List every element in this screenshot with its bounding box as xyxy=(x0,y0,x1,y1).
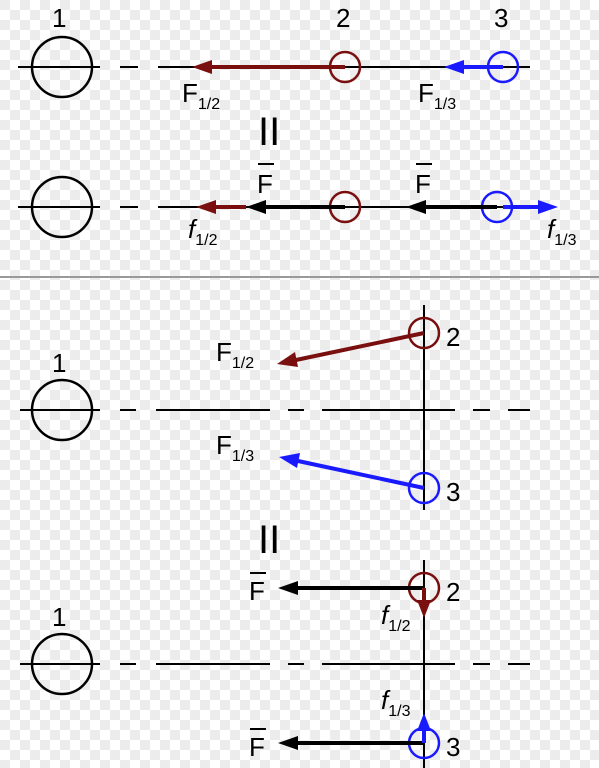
arrowhead-icon xyxy=(417,600,431,618)
equals-sign: II xyxy=(258,110,280,154)
label-body-3: 3 xyxy=(446,477,460,507)
label-Fbar-b: F xyxy=(415,163,432,199)
arrowhead-icon xyxy=(278,736,298,750)
label-F12: F1/2 xyxy=(182,78,220,113)
body-1-circle xyxy=(30,378,94,442)
arrowhead-icon xyxy=(538,200,558,214)
arrowhead-icon xyxy=(444,60,464,74)
label-Fbar-bottom: F xyxy=(249,728,266,762)
body-2-circle xyxy=(407,316,441,350)
label-body-3: 3 xyxy=(446,732,460,762)
arrowhead-icon xyxy=(279,453,300,468)
label-body-1: 1 xyxy=(52,3,66,33)
label-F13: F1/3 xyxy=(216,430,254,465)
label-f12: f1/2 xyxy=(381,600,411,635)
equals-sign: II xyxy=(258,518,280,562)
label-f13: f1/3 xyxy=(381,685,411,720)
label-body-3: 3 xyxy=(494,3,508,33)
label-body-1: 1 xyxy=(52,348,66,378)
row-forces-offset: 1 2 3 F1/2 F1/3 xyxy=(20,305,530,510)
panel-collinear: 1 2 3 F1/2 F1/3 II xyxy=(18,3,577,249)
label-body-2: 2 xyxy=(446,577,460,607)
row-forces: 1 2 3 F1/2 F1/3 xyxy=(18,3,530,113)
label-F13: F1/3 xyxy=(418,78,456,113)
label-body-2: 2 xyxy=(446,322,460,352)
label-Fbar-top: F xyxy=(249,572,266,606)
body-3-circle xyxy=(407,471,441,505)
body-1-circle xyxy=(30,35,94,99)
svg-text:F: F xyxy=(249,576,265,606)
label-f13: f1/3 xyxy=(547,214,577,249)
body-1-circle xyxy=(30,632,94,696)
label-f12: f1/2 xyxy=(188,214,218,249)
panel-offset: 1 2 3 F1/2 F1/3 II xyxy=(20,305,530,768)
arrowhead-icon xyxy=(192,60,212,74)
svg-text:F: F xyxy=(257,169,273,199)
row-decomposed: F F f1/2 f1/3 xyxy=(18,163,577,249)
arrowhead-icon xyxy=(406,200,426,214)
arrowhead-icon xyxy=(417,713,431,731)
arrowhead-icon xyxy=(246,200,266,214)
arrowhead-icon xyxy=(277,352,298,367)
body-1-circle xyxy=(30,175,94,239)
arrowhead-icon xyxy=(278,581,298,595)
row-decomposed-offset: 1 2 3 F F f1/2 f1/3 xyxy=(20,560,530,768)
svg-text:F: F xyxy=(415,169,431,199)
label-Fbar-a: F xyxy=(257,163,274,199)
arrowhead-icon xyxy=(196,200,216,214)
label-body-1: 1 xyxy=(52,602,66,632)
label-body-2: 2 xyxy=(336,3,350,33)
label-F12: F1/2 xyxy=(216,337,254,372)
svg-text:F: F xyxy=(249,732,265,762)
